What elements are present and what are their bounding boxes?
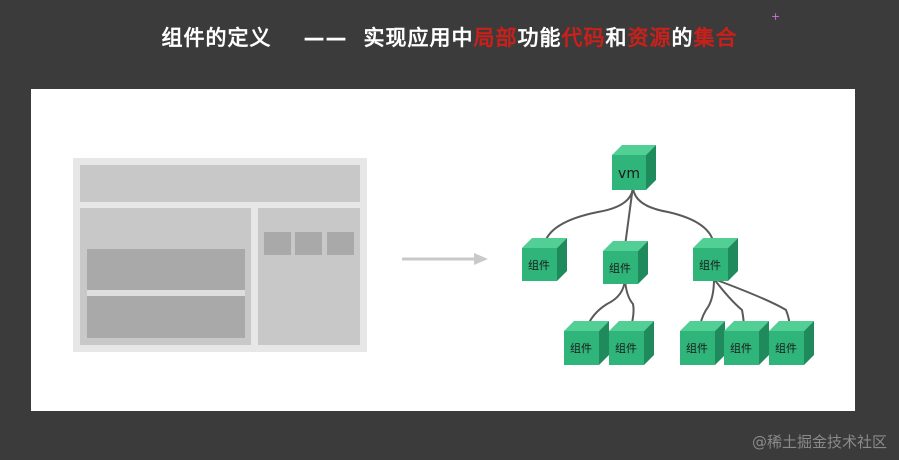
component-cube: 组件	[680, 321, 725, 365]
cube-front	[680, 331, 715, 365]
cube-side	[646, 145, 656, 190]
component-cube: 组件	[769, 321, 814, 365]
title-part-highlight: 集合	[693, 26, 738, 50]
root-label: vm	[618, 166, 640, 182]
component-cube: 组件	[564, 321, 609, 365]
component-cube: 组件	[522, 238, 567, 281]
cube-top	[769, 321, 814, 331]
tree-connectors	[543, 185, 791, 331]
cube-side	[644, 321, 654, 365]
page-wireframe	[73, 158, 367, 352]
wireframe-header	[80, 165, 360, 202]
cube-top	[724, 321, 769, 331]
wireframe-tile	[327, 232, 354, 255]
right-arrow-icon	[402, 253, 488, 265]
cube-front	[693, 248, 728, 281]
cube-top	[609, 321, 654, 331]
cube-top	[612, 145, 656, 155]
cube-top	[693, 238, 738, 248]
title-left: 组件的定义	[161, 26, 272, 50]
title-part: 和	[605, 26, 628, 50]
wireframe-block	[87, 249, 245, 290]
root-cube: vm	[612, 145, 656, 190]
component-label: 组件	[570, 341, 592, 355]
component-label: 组件	[615, 341, 637, 355]
cube-front	[609, 331, 644, 365]
cube-side	[759, 321, 769, 365]
sparkle-icon: +	[771, 10, 781, 23]
cube-side	[715, 321, 725, 365]
wireframe-tile	[295, 232, 322, 255]
cube-front	[769, 331, 804, 365]
component-label: 组件	[528, 258, 550, 272]
title-part-highlight: 代码	[561, 26, 606, 50]
wireframe-tile	[264, 232, 291, 255]
cube-side	[804, 321, 814, 365]
title-part-highlight: 资源	[627, 26, 672, 50]
component-label: 组件	[609, 261, 631, 275]
cube-front	[724, 331, 759, 365]
title-part: 实现应用中	[363, 26, 474, 50]
cube-top	[603, 241, 648, 251]
cube-side	[638, 241, 648, 284]
component-cube: 组件	[609, 321, 654, 365]
cube-top	[522, 238, 567, 248]
cube-side	[728, 238, 738, 281]
wireframe-sidebar	[258, 208, 360, 345]
component-cube: 组件	[603, 241, 648, 284]
cube-top	[564, 321, 609, 331]
component-label: 组件	[730, 341, 752, 355]
cube-front	[612, 155, 646, 190]
tree-cubes: vm 组件 组件 组件	[522, 145, 814, 365]
title-dash: ——	[303, 26, 348, 50]
cube-side	[557, 238, 567, 281]
component-cube: 组件	[693, 238, 738, 281]
cube-top	[680, 321, 725, 331]
slide-title: 组件的定义 —— 实现应用中局部功能代码和资源的集合	[0, 22, 899, 52]
component-label: 组件	[775, 341, 797, 355]
title-part: 的	[671, 26, 694, 50]
component-cube: 组件	[724, 321, 769, 365]
cube-front	[564, 331, 599, 365]
cube-front	[522, 248, 557, 281]
wireframe-block	[87, 296, 245, 338]
component-label: 组件	[686, 341, 708, 355]
cube-front	[603, 251, 638, 284]
component-label: 组件	[699, 258, 721, 272]
cube-side	[599, 321, 609, 365]
title-part-highlight: 局部	[473, 26, 518, 50]
title-part: 功能	[517, 26, 562, 50]
watermark: @稀土掘金技术社区	[751, 433, 887, 451]
